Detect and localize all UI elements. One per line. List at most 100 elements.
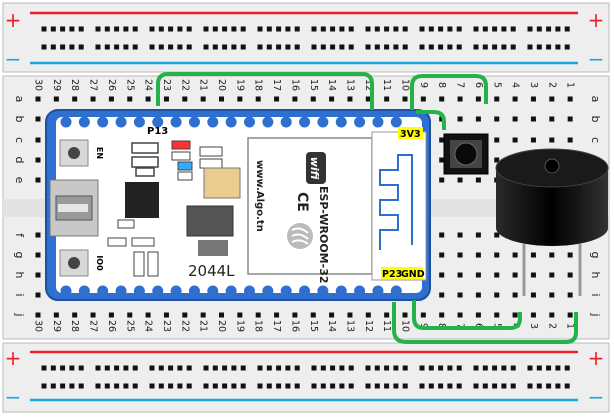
column-label-top: 1 [565, 82, 576, 88]
breadboard-hole [402, 96, 408, 102]
rail-hole [510, 26, 516, 32]
pin-header [97, 116, 109, 128]
rail-hole [50, 383, 56, 389]
breadboard-hole [475, 96, 481, 102]
rail-hole [231, 383, 237, 389]
regulator-text: 2044L [188, 262, 235, 280]
breadboard-hole [475, 252, 481, 258]
rail-hole [348, 383, 354, 389]
breadboard-hole [35, 232, 41, 238]
rail-hole [447, 383, 453, 389]
column-label-bottom: 3 [528, 323, 539, 329]
pin-header [262, 116, 274, 128]
breadboard-hole [494, 312, 500, 318]
column-label-top: 5 [491, 82, 502, 88]
esp-wroom-module [247, 131, 427, 281]
bottom-rail-minus-left: − [5, 385, 22, 409]
rail-hole [393, 365, 399, 371]
rail-hole [132, 26, 138, 32]
rail-hole [501, 365, 507, 371]
rail-hole [447, 26, 453, 32]
top-rail-plus-right: + [588, 8, 605, 32]
rail-hole [149, 26, 155, 32]
rail-hole [186, 26, 192, 32]
breadboard-hole [237, 312, 243, 318]
breadboard-hole [439, 232, 445, 238]
rail-hole [69, 44, 75, 50]
rail-hole [69, 383, 75, 389]
rail-hole [546, 383, 552, 389]
rail-hole [69, 365, 75, 371]
rail-hole [419, 26, 425, 32]
rail-hole [473, 365, 479, 371]
breadboard-hole [108, 312, 114, 318]
rail-hole [447, 44, 453, 50]
breadboard-hole [475, 312, 481, 318]
rail-hole [95, 383, 101, 389]
pin-header [280, 116, 292, 128]
breadboard-hole [549, 252, 555, 258]
rail-hole [555, 383, 561, 389]
rail-hole [501, 383, 507, 389]
pin-header [78, 116, 90, 128]
breadboard-hole [439, 96, 445, 102]
rail-hole [546, 44, 552, 50]
rail-hole [384, 365, 390, 371]
breadboard-hole [439, 157, 445, 163]
top-power-rail: + + − − [2, 2, 610, 73]
rail-hole [374, 383, 380, 389]
rail-hole [222, 44, 228, 50]
rail-hole [402, 383, 408, 389]
column-label-bottom: 30 [33, 320, 44, 332]
rail-hole [149, 365, 155, 371]
bottom-rail-plus-left: + [5, 346, 22, 370]
push-button[interactable] [443, 133, 489, 175]
rail-hole [285, 365, 291, 371]
breadboard-hole [567, 292, 573, 298]
column-label-bottom: 2 [546, 323, 557, 329]
rail-hole [492, 383, 498, 389]
rail-hole [158, 44, 164, 50]
rail-hole [114, 365, 120, 371]
rail-hole [510, 383, 516, 389]
row-label-right: a [589, 96, 602, 103]
column-label-top: 3 [528, 82, 539, 88]
pin-header [97, 285, 109, 297]
pin-header [390, 285, 402, 297]
rail-hole [536, 365, 542, 371]
pin-header [244, 285, 255, 297]
breadboard-hole [237, 96, 243, 102]
breadboard-hole [72, 96, 78, 102]
pin-header [317, 285, 329, 297]
column-label-top: 8 [436, 82, 447, 88]
website-text: www.Algo.tn [254, 160, 265, 232]
column-label-bottom: 27 [88, 320, 99, 332]
pin-header [372, 116, 384, 128]
rail-hole [320, 44, 326, 50]
rail-hole [60, 383, 66, 389]
pin-header [170, 285, 182, 297]
column-label-bottom: 20 [216, 320, 227, 332]
rail-hole [473, 44, 479, 50]
rail-hole [158, 26, 164, 32]
breadboard-hole [35, 272, 41, 278]
pin-header [225, 285, 237, 297]
breadboard-hole [90, 312, 96, 318]
bottom-power-rail: + + − − [2, 342, 610, 413]
rail-hole [438, 383, 444, 389]
usb-uart-chip [125, 182, 159, 218]
rail-hole [348, 44, 354, 50]
breadboard-hole [512, 252, 518, 258]
breadboard-hole [457, 232, 463, 238]
rail-hole [482, 26, 488, 32]
breadboard-hole [512, 96, 518, 102]
rail-hole [339, 383, 345, 389]
column-label-top: 22 [179, 79, 190, 91]
rail-hole [114, 44, 120, 50]
rail-hole [374, 44, 380, 50]
rail-hole [41, 365, 47, 371]
rail-hole [276, 383, 282, 389]
rail-hole [212, 383, 218, 389]
row-label-right: g [589, 252, 602, 259]
rail-hole [348, 26, 354, 32]
